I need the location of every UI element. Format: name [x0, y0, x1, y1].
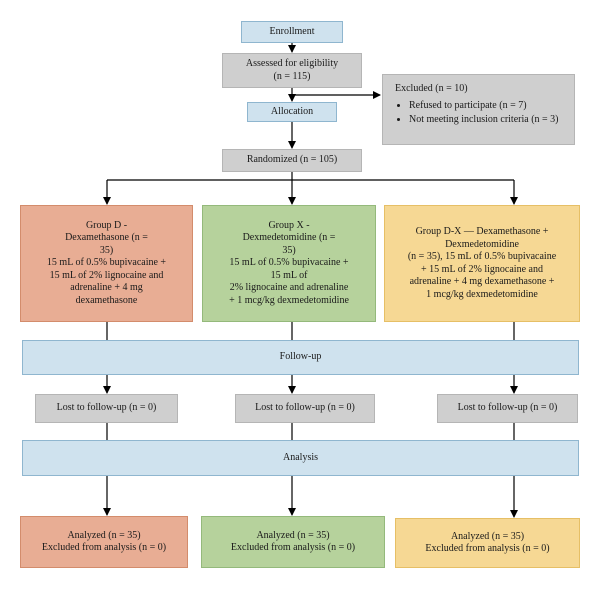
group-dx-line: (n = 35), 15 mL of 0.5% bupivacaine	[407, 251, 557, 262]
excluded-from-analysis: Excluded from analysis (n = 0)	[41, 542, 167, 553]
group-d-line: 15 mL of 0.5% bupivacaine +	[46, 257, 167, 269]
assessed-count: (n = 115)	[273, 70, 311, 82]
analysis-box: Analysis	[22, 440, 579, 476]
randomized-label: Randomized (n = 105)	[246, 154, 338, 166]
group-dx-line: + 15 mL of 2% lignocaine and	[421, 263, 543, 275]
lost-box-x: Lost to follow-up (n = 0)	[235, 394, 375, 423]
group-dx-line: Dexmedetomidine	[445, 238, 519, 250]
analyzed-box-x: Analyzed (n = 35) Excluded from analysis…	[201, 516, 385, 568]
group-dx-line: Group D-X — Dexamethasone +	[415, 226, 549, 237]
group-x-line: 15 mL of 0.5% bupivacaine +	[229, 257, 349, 269]
group-dx-line: 1 mcg/kg dexmedetomidine	[426, 288, 538, 300]
analyzed-count: Analyzed (n = 35)	[256, 529, 330, 541]
group-x-line: + 1 mcg/kg dexmedetomidine	[229, 294, 349, 306]
analysis-label: Analysis	[283, 451, 318, 463]
lost-label: Lost to follow-up (n = 0)	[457, 402, 558, 414]
group-x-line: Dexmedetomidine (n =	[242, 232, 336, 244]
group-dx-line: adrenaline + 4 mg dexamethasone +	[409, 276, 555, 287]
analyzed-box-d: Analyzed (n = 35) Excluded from analysis…	[20, 516, 188, 568]
group-x-line: 2% lignocaine and adrenaline	[229, 282, 349, 294]
group-d-line: Group D -	[85, 219, 128, 231]
group-d-line: dexamethasone	[75, 294, 138, 306]
group-x-box: Group X - Dexmedetomidine (n = 35) 15 mL…	[202, 205, 376, 322]
allocation-box: Allocation	[247, 102, 337, 122]
followup-box: Follow-up	[22, 340, 579, 375]
analyzed-box-dx: Analyzed (n = 35) Excluded from analysis…	[395, 518, 580, 568]
excluded-box: Excluded (n = 10) Refused to participate…	[382, 74, 575, 145]
assessed-box: Assessed for eligibility (n = 115)	[222, 53, 362, 88]
group-dx-box: Group D-X — Dexamethasone + Dexmedetomid…	[384, 205, 580, 322]
group-x-line: 35)	[282, 244, 296, 256]
group-d-box: Group D - Dexamethasone (n = 35) 15 mL o…	[20, 205, 193, 322]
group-d-line: 35)	[99, 244, 114, 256]
lost-box-dx: Lost to follow-up (n = 0)	[437, 394, 578, 423]
excluded-item: Refused to participate (n = 7)	[409, 100, 559, 113]
group-d-line: 15 mL of 2% lignocaine and	[49, 269, 164, 281]
group-x-line: Group X -	[268, 219, 310, 231]
enrollment-label: Enrollment	[269, 25, 315, 37]
enrollment-box: Enrollment	[241, 21, 343, 43]
excluded-item: Not meeting inclusion criteria (n = 3)	[409, 114, 559, 127]
analyzed-count: Analyzed (n = 35)	[450, 530, 525, 542]
group-d-line: adrenaline + 4 mg	[70, 282, 143, 294]
excluded-from-analysis: Excluded from analysis (n = 0)	[425, 543, 550, 554]
excluded-list: Refused to participate (n = 7) Not meeti…	[395, 100, 559, 129]
lost-label: Lost to follow-up (n = 0)	[255, 402, 355, 414]
followup-label: Follow-up	[279, 351, 322, 363]
lost-box-d: Lost to follow-up (n = 0)	[35, 394, 178, 423]
lost-label: Lost to follow-up (n = 0)	[56, 402, 157, 414]
excluded-from-analysis: Excluded from analysis (n = 0)	[230, 542, 356, 553]
group-x-line: 15 mL of	[270, 269, 308, 281]
group-d-line: Dexamethasone (n =	[65, 232, 148, 244]
excluded-title: Excluded (n = 10)	[395, 83, 468, 94]
analyzed-count: Analyzed (n = 35)	[67, 529, 141, 541]
randomized-box: Randomized (n = 105)	[222, 149, 362, 172]
assessed-title: Assessed for eligibility	[245, 58, 339, 69]
allocation-label: Allocation	[270, 105, 314, 117]
